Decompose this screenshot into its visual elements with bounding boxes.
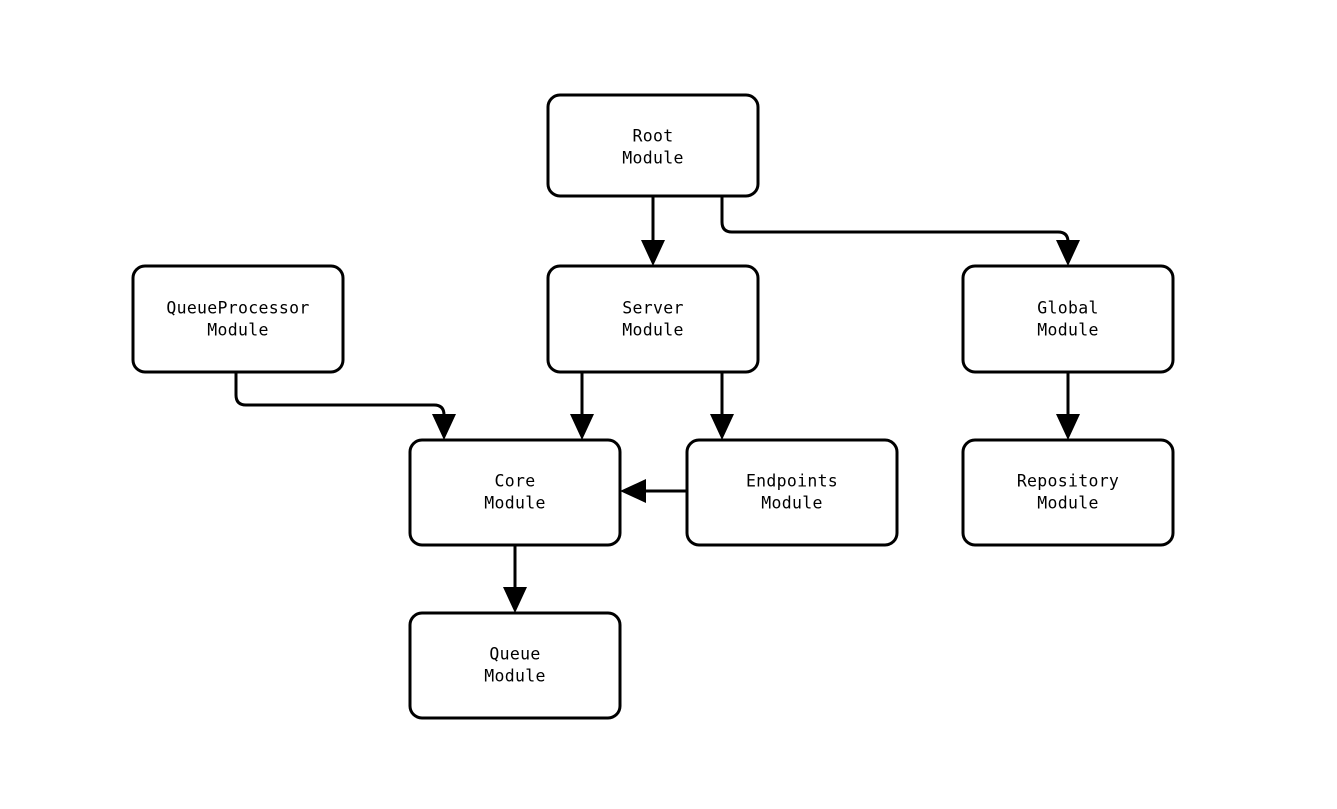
edge-server-core — [570, 372, 594, 440]
node-queueprocessor-module-box[interactable] — [131, 264, 345, 374]
edge-root-global — [720, 196, 1080, 266]
node-repository-module-label-line2: Module — [1037, 494, 1098, 513]
node-server-module[interactable]: Server Module — [546, 264, 760, 374]
node-queue-module[interactable]: Queue Module — [408, 611, 622, 720]
node-repository-module[interactable]: Repository Module — [961, 438, 1175, 547]
node-queue-module-label-line2: Module — [484, 667, 545, 686]
edge-core-queue-arrowhead — [503, 587, 527, 613]
node-queue-module-label-line1: Queue — [489, 645, 540, 664]
node-server-module-label-line1: Server — [622, 299, 683, 318]
node-queue-module-box[interactable] — [408, 611, 622, 720]
node-server-module-box[interactable] — [546, 264, 760, 374]
edge-endpoints-core-arrowhead — [620, 479, 646, 503]
edge-server-core-arrowhead — [570, 414, 594, 440]
edge-queueprocessor-core — [234, 372, 456, 440]
edge-endpoints-core — [620, 479, 687, 503]
node-root-module-label-line2: Module — [622, 149, 683, 168]
edge-layer — [234, 196, 1080, 613]
edge-queueprocessor-core-line — [234, 372, 446, 422]
edge-core-queue — [503, 545, 527, 613]
node-queueprocessor-module-label-line1: QueueProcessor — [166, 299, 309, 318]
edge-server-endpoints-arrowhead — [710, 414, 734, 440]
node-endpoints-module-box[interactable] — [685, 438, 899, 547]
node-server-module-label-line2: Module — [622, 321, 683, 340]
edge-server-endpoints — [710, 372, 734, 440]
node-endpoints-module-label-line2: Module — [761, 494, 822, 513]
node-queueprocessor-module[interactable]: QueueProcessor Module — [131, 264, 345, 374]
node-endpoints-module-label-line1: Endpoints — [746, 472, 838, 491]
edge-root-server — [641, 196, 665, 266]
edge-root-global-arrowhead — [1056, 240, 1080, 266]
node-core-module-label-line2: Module — [484, 494, 545, 513]
node-repository-module-box[interactable] — [961, 438, 1175, 547]
node-layer: Root Module QueueProcessor Module Server… — [131, 93, 1175, 720]
edge-global-repository — [1056, 372, 1080, 440]
edge-root-server-arrowhead — [641, 240, 665, 266]
node-core-module-box[interactable] — [408, 438, 622, 547]
node-repository-module-label-line1: Repository — [1017, 472, 1119, 491]
node-root-module[interactable]: Root Module — [546, 93, 760, 198]
node-global-module-label-line2: Module — [1037, 321, 1098, 340]
node-queueprocessor-module-label-line2: Module — [207, 321, 268, 340]
node-global-module-label-line1: Global — [1037, 299, 1098, 318]
node-core-module-label-line1: Core — [495, 472, 536, 491]
node-core-module[interactable]: Core Module — [408, 438, 622, 547]
edge-global-repository-arrowhead — [1056, 414, 1080, 440]
edge-queueprocessor-core-arrowhead — [432, 414, 456, 440]
edge-root-global-line — [720, 196, 1070, 248]
node-global-module[interactable]: Global Module — [961, 264, 1175, 374]
node-root-module-box[interactable] — [546, 93, 760, 198]
node-global-module-box[interactable] — [961, 264, 1175, 374]
node-endpoints-module[interactable]: Endpoints Module — [685, 438, 899, 547]
node-root-module-label-line1: Root — [633, 127, 674, 146]
